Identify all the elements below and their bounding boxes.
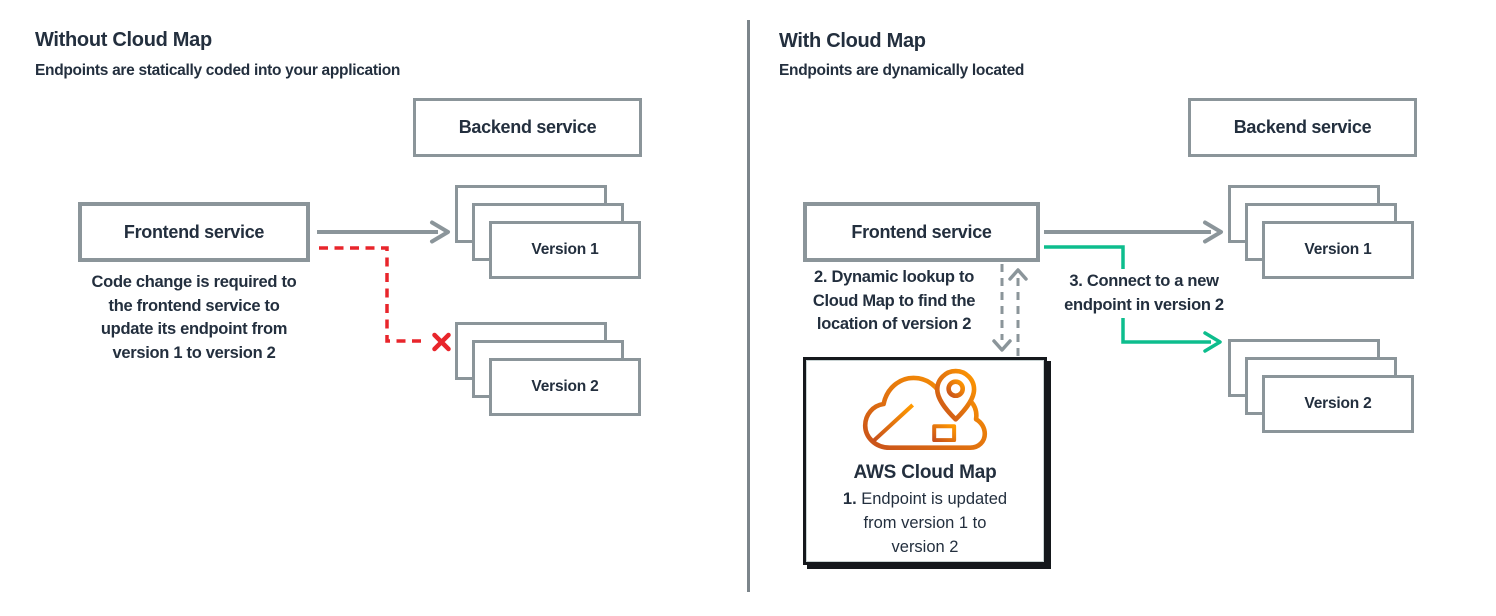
panel-divider (747, 20, 750, 592)
backend-service-box-left: Backend service (413, 98, 642, 157)
frontend-service-label: Frontend service (123, 221, 265, 242)
left-panel-subtitle: Endpoints are statically coded into your… (35, 62, 401, 79)
version1-label: Version 1 (531, 241, 599, 258)
caption-line: 3. Connect to a new (1048, 270, 1240, 294)
location-pin-icon (934, 368, 977, 422)
version1-stack-right: Version 1 (1228, 185, 1416, 280)
stack-front-box: Version 2 (489, 358, 641, 416)
aws-cloud-map-title: AWS Cloud Map (853, 462, 997, 483)
stack-front-box: Version 1 (489, 221, 641, 279)
caption-line: version 2 (891, 538, 959, 556)
version1-label: Version 1 (1304, 241, 1372, 258)
static-connection-arrow (317, 220, 450, 244)
backend-service-box-right: Backend service (1188, 98, 1417, 157)
stack-front-box: Version 2 (1262, 375, 1414, 433)
backend-service-label: Backend service (1233, 117, 1372, 137)
version2-stack-right: Version 2 (1228, 339, 1416, 434)
caption-text: Dynamic lookup to (827, 268, 974, 286)
caption-line: Code change is required to (91, 273, 297, 291)
frontend-service-box-right: Frontend service (803, 202, 1040, 262)
stack-front-box: Version 1 (1262, 221, 1414, 279)
step1-number: 1. (842, 490, 857, 508)
caption-line: Cloud Map to find the (812, 291, 976, 310)
caption-line: 2. Dynamic lookup to (786, 266, 1002, 290)
x-icon (432, 332, 451, 352)
aws-cloud-map-box: AWS Cloud Map 1. Endpoint is updated fro… (803, 357, 1047, 565)
step2-number: 2. (814, 268, 828, 286)
caption-line: endpoint in version 2 (1064, 295, 1224, 314)
lookup-connection-arrow (1044, 220, 1223, 244)
version2-label: Version 2 (531, 378, 599, 395)
code-change-caption: Code change is required to the frontend … (68, 271, 320, 365)
caption-text: Connect to a new (1082, 272, 1219, 290)
right-panel-subtitle: Endpoints are dynamically located (779, 62, 1025, 79)
frontend-service-label: Frontend service (851, 221, 992, 242)
caption-line: location of version 2 (816, 315, 972, 333)
caption-line: from version 1 to (863, 514, 987, 532)
frontend-service-box-left: Frontend service (78, 202, 310, 262)
left-panel-title: Without Cloud Map (35, 29, 212, 51)
step3-number: 3. (1069, 272, 1083, 290)
caption-line: 1. Endpoint is updated (843, 487, 1007, 511)
caption-line: version 1 to version 2 (112, 343, 276, 362)
step1-caption: 1. Endpoint is updated from version 1 to… (843, 487, 1007, 559)
version1-stack-left: Version 1 (455, 185, 643, 280)
version2-stack-left: Version 2 (455, 322, 643, 417)
version2-label: Version 2 (1304, 395, 1372, 412)
caption-text: Endpoint is updated (856, 490, 1008, 508)
step3-caption: 3. Connect to a new endpoint in version … (1048, 269, 1240, 318)
step2-caption: 2. Dynamic lookup to Cloud Map to find t… (786, 266, 1002, 337)
caption-line: update its endpoint from (100, 320, 288, 338)
backend-service-label: Backend service (458, 117, 597, 137)
blocked-path-dashed (319, 246, 426, 343)
caption-line: the frontend service to (108, 296, 280, 315)
aws-cloud-map-icon (859, 368, 991, 460)
right-panel-title: With Cloud Map (779, 30, 926, 52)
lookup-up-arrow (1008, 268, 1028, 356)
